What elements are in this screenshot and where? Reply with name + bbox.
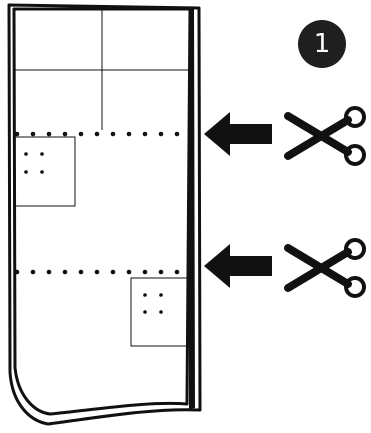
stamp-square-lower — [130, 277, 190, 347]
stamp-hole — [159, 293, 163, 297]
stamp-hole — [40, 170, 44, 174]
scissors-icon — [284, 238, 366, 298]
stamp-hole — [143, 310, 147, 314]
stamp-hole — [24, 152, 28, 156]
stamp-hole — [40, 152, 44, 156]
paper-sheet-right-edge — [189, 7, 195, 409]
cut-line-lower — [14, 269, 180, 275]
stamp-square-upper — [14, 136, 76, 207]
stamp-hole — [143, 293, 147, 297]
scissors-icon — [284, 106, 366, 166]
arrow-left-icon — [204, 244, 272, 288]
stamp-hole — [24, 170, 28, 174]
arrow-left-icon — [204, 112, 272, 156]
cut-line-upper — [14, 131, 180, 137]
upper-grid — [15, 10, 189, 130]
step-number-badge: 1 — [298, 20, 346, 68]
stamp-hole — [159, 310, 163, 314]
